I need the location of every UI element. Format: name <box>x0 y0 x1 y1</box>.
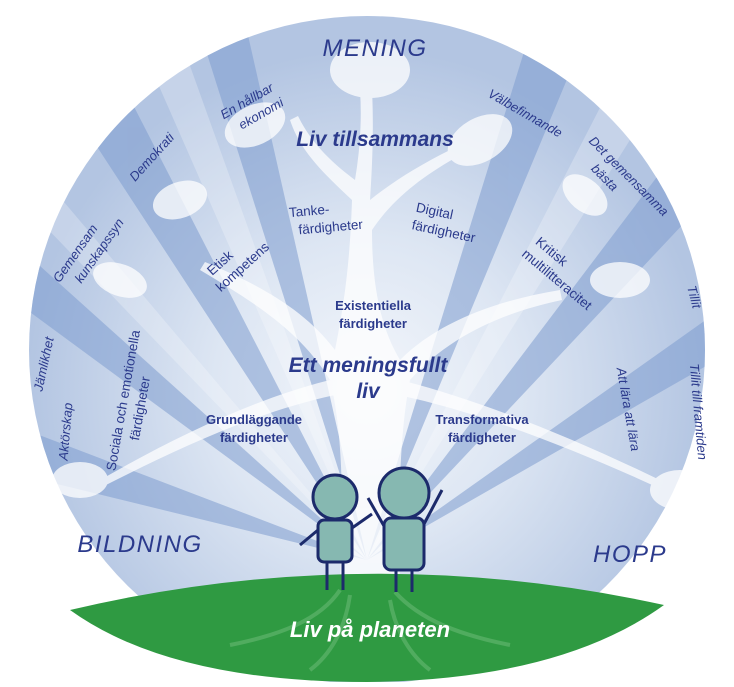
label-mening: MENING <box>323 35 428 62</box>
rim-tillit: Tillit <box>684 284 705 311</box>
heading-meningsfullt-line1: Ett meningsfullt <box>289 354 449 377</box>
ground <box>70 573 664 682</box>
skill-transformativa-1: Transformativa <box>435 412 529 427</box>
label-hopp: HOPP <box>593 541 667 568</box>
heading-liv-tillsammans: Liv tillsammans <box>296 128 454 151</box>
skill-tanke-2: färdigheter <box>298 217 364 238</box>
skill-transformativa-2: färdigheter <box>448 430 516 445</box>
skill-existentiella-2: färdigheter <box>339 316 407 331</box>
rim-aktorskap: Aktörskap <box>55 402 75 462</box>
skill-grundlaggande-1: Grundläggande <box>206 412 302 427</box>
label-bildning: BILDNING <box>77 531 202 558</box>
heading-meningsfullt-line2: liv <box>356 380 381 403</box>
skill-grundlaggande-2: färdigheter <box>220 430 288 445</box>
tree <box>52 42 710 580</box>
child-figure-right <box>366 466 444 592</box>
grass-hill <box>70 573 664 682</box>
label-liv-pa-planeten: Liv på planeten <box>290 617 450 642</box>
skill-tanke-1: Tanke- <box>288 202 330 220</box>
skill-existentiella-1: Existentiella <box>335 298 412 313</box>
child-figure-left <box>299 473 373 590</box>
roots <box>229 588 511 672</box>
